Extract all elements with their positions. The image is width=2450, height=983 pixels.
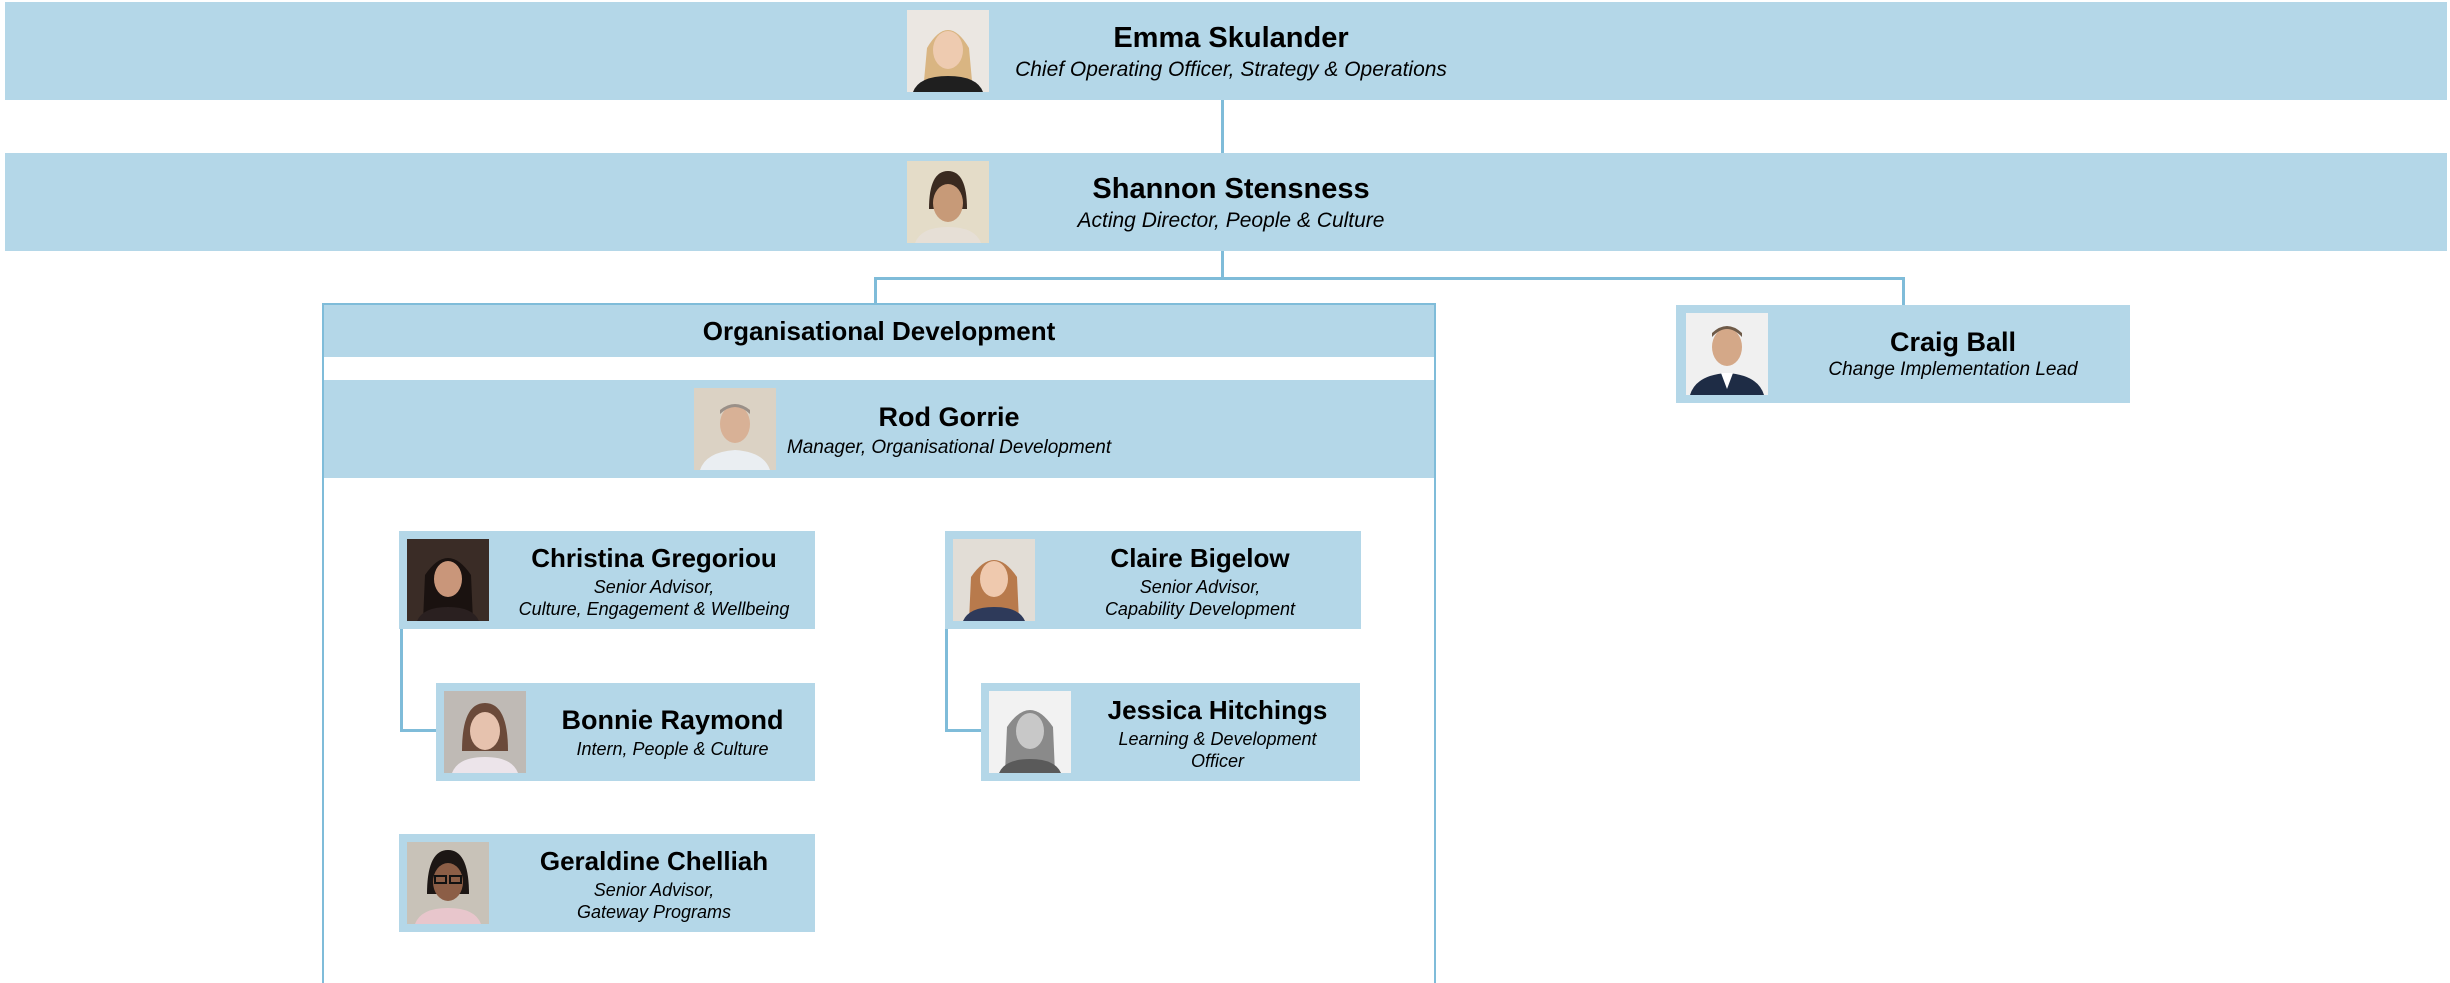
person-title: Senior Advisor, Capability Development [1039, 576, 1361, 620]
connector-emma-shannon [1221, 100, 1224, 153]
person-title-line-1: Learning & Development [1118, 729, 1317, 749]
person-title-line-2: Culture, Engagement & Wellbeing [518, 599, 790, 619]
person-title: Manager, Organisational Development [784, 437, 1114, 459]
person-name: Rod Gorrie [878, 402, 1020, 432]
connector-claire-jessica-horizontal [945, 729, 983, 732]
org-card-geraldine[interactable]: Geraldine Chelliah Senior Advisor, Gatew… [399, 834, 815, 932]
person-title-line-2: Gateway Programs [576, 902, 732, 922]
person-title: Change Implementation Lead [1776, 359, 2130, 381]
connector-horizontal-branch [874, 277, 1905, 280]
person-title: Senior Advisor, Gateway Programs [493, 879, 815, 923]
person-name: Christina Gregoriou [531, 543, 777, 573]
avatar [953, 539, 1035, 621]
org-card-rod[interactable]: Rod Gorrie Manager, Organisational Devel… [324, 380, 1434, 478]
person-title-line-2: Officer [1190, 751, 1244, 771]
connector-claire-jessica-vertical [945, 628, 948, 732]
person-name: Craig Ball [1889, 327, 2017, 357]
person-title-line-2: Capability Development [1104, 599, 1296, 619]
avatar [407, 842, 489, 924]
person-title: Acting Director, People & Culture [1005, 209, 1457, 233]
org-card-emma[interactable]: Emma Skulander Chief Operating Officer, … [5, 2, 2447, 100]
avatar [907, 161, 989, 243]
person-name: Shannon Stensness [1092, 173, 1370, 205]
person-title-line-1: Chief Operating Officer, Strategy & Oper… [1015, 58, 1447, 81]
avatar [407, 539, 489, 621]
person-title-line-1: Change Implementation Lead [1828, 359, 2078, 380]
person-title: Senior Advisor, Culture, Engagement & We… [493, 576, 815, 620]
avatar [989, 691, 1071, 773]
connector-christina-bonnie-horizontal [400, 729, 438, 732]
org-card-jessica[interactable]: Jessica Hitchings Learning & Development… [981, 683, 1360, 781]
person-title-line-1: Senior Advisor, [593, 880, 715, 900]
person-name: Emma Skulander [1113, 22, 1349, 54]
person-title-line-1: Intern, People & Culture [576, 739, 769, 759]
org-card-bonnie[interactable]: Bonnie Raymond Intern, People & Culture [436, 683, 815, 781]
org-card-craig[interactable]: Craig Ball Change Implementation Lead [1676, 305, 2130, 403]
person-title: Intern, People & Culture [530, 739, 815, 760]
connector-christina-bonnie-vertical [400, 628, 403, 732]
person-title: Chief Operating Officer, Strategy & Oper… [1005, 58, 1457, 82]
person-title-line-1: Acting Director, People & Culture [1077, 209, 1385, 232]
avatar [444, 691, 526, 773]
connector-to-craig [1902, 277, 1905, 305]
person-title: Learning & Development Officer [1075, 728, 1360, 772]
avatar [907, 10, 989, 92]
org-card-claire[interactable]: Claire Bigelow Senior Advisor, Capabilit… [945, 531, 1361, 629]
org-card-shannon[interactable]: Shannon Stensness Acting Director, Peopl… [5, 153, 2447, 251]
avatar [1686, 313, 1768, 395]
connector-to-department [874, 277, 877, 305]
person-title-line-1: Senior Advisor, [1139, 577, 1261, 597]
person-title-line-1: Senior Advisor, [593, 577, 715, 597]
department-organisational-development: Organisational Development [322, 303, 1436, 983]
person-name: Jessica Hitchings [1107, 695, 1328, 725]
connector-shannon-down [1221, 251, 1224, 279]
avatar [694, 388, 776, 470]
person-name: Bonnie Raymond [561, 705, 784, 735]
org-card-christina[interactable]: Christina Gregoriou Senior Advisor, Cult… [399, 531, 815, 629]
department-title: Organisational Development [324, 305, 1434, 357]
person-name: Claire Bigelow [1110, 543, 1290, 573]
person-title-line-1: Manager, Organisational Development [786, 437, 1112, 458]
person-name: Geraldine Chelliah [539, 846, 769, 876]
